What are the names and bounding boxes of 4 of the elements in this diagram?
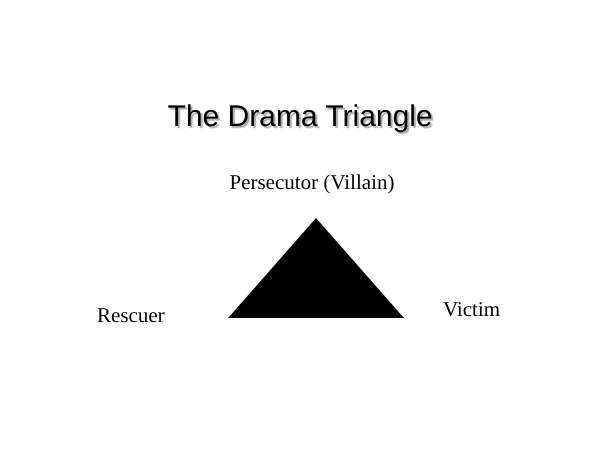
corner-label: Victim: [443, 297, 500, 322]
corner-label: Persecutor (Villain): [230, 170, 394, 195]
title: The Drama Triangle: [168, 100, 433, 134]
corner-label: Rescuer: [97, 303, 165, 328]
